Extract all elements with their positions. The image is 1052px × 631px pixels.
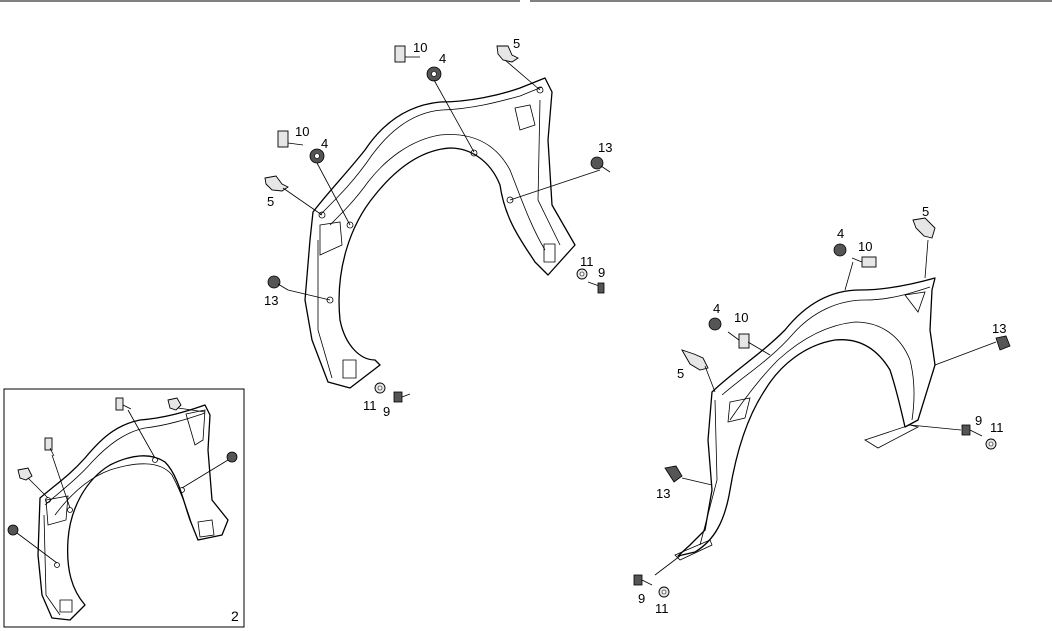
callout-5-upper: 5 [513, 36, 520, 51]
callout-11-bottom: 11 [363, 398, 377, 413]
callout-13-right-low: 13 [656, 486, 670, 501]
washer-11-right-edge [985, 438, 997, 450]
callout-5-right-top: 5 [922, 204, 929, 219]
callout-9-right: 9 [598, 265, 605, 280]
washer-11-right [576, 268, 588, 280]
fastener-13-right [590, 156, 611, 173]
nut-4-lower [309, 148, 325, 164]
callout-9-right-bottom: 9 [638, 591, 645, 606]
callout-9-right-edge: 9 [975, 413, 982, 428]
callout-4-upper: 4 [439, 51, 446, 66]
callout-10-right-mid: 10 [734, 310, 748, 325]
nut-4-right-mid [708, 317, 722, 331]
wheel-arch-liner-right [674, 277, 936, 561]
screw-9-right-edge [961, 424, 983, 437]
leader-lines-left [282, 59, 601, 301]
inset-number: 2 [231, 608, 239, 624]
screw-10-right-top [851, 256, 877, 268]
callout-5-left: 5 [267, 194, 274, 209]
nut-4-right-top [833, 243, 847, 257]
washer-11-bottom [374, 382, 386, 394]
clip-5-right-mid [681, 349, 709, 371]
clip-5-right-top [912, 217, 936, 239]
fastener-13-left [267, 275, 289, 291]
inset-box [3, 388, 245, 628]
washer-11-right-bottom [658, 586, 670, 598]
callout-10-lower: 10 [295, 124, 309, 139]
screw-9-right-bottom [633, 574, 653, 586]
callout-4-right-top: 4 [837, 226, 844, 241]
callout-11-right-bottom: 11 [655, 601, 669, 616]
fastener-13-right-edge [995, 335, 1011, 351]
callout-11-right: 11 [580, 254, 594, 269]
callout-9-bottom: 9 [383, 404, 390, 419]
screw-10-lower [277, 130, 304, 148]
callout-13-right: 13 [598, 140, 612, 155]
callout-10-right-top: 10 [858, 239, 872, 254]
callout-11-right-edge: 11 [990, 420, 1004, 435]
screw-10-upper [394, 45, 420, 63]
callout-4-lower: 4 [321, 136, 328, 151]
fastener-13-right-low [664, 465, 683, 483]
callout-13-left: 13 [264, 293, 278, 308]
wheel-arch-liner-left [304, 77, 576, 389]
clip-5-upper [496, 45, 519, 63]
screw-9-right [587, 281, 605, 294]
leader-lines-right [654, 239, 997, 576]
callout-5-right-mid: 5 [677, 366, 684, 381]
nut-4-upper [426, 66, 442, 82]
screw-9-bottom [393, 391, 411, 403]
callout-10-upper: 10 [413, 40, 427, 55]
screw-10-right-mid [727, 331, 750, 349]
callout-13-right-edge: 13 [992, 321, 1006, 336]
callout-4-right-mid: 4 [713, 301, 720, 316]
